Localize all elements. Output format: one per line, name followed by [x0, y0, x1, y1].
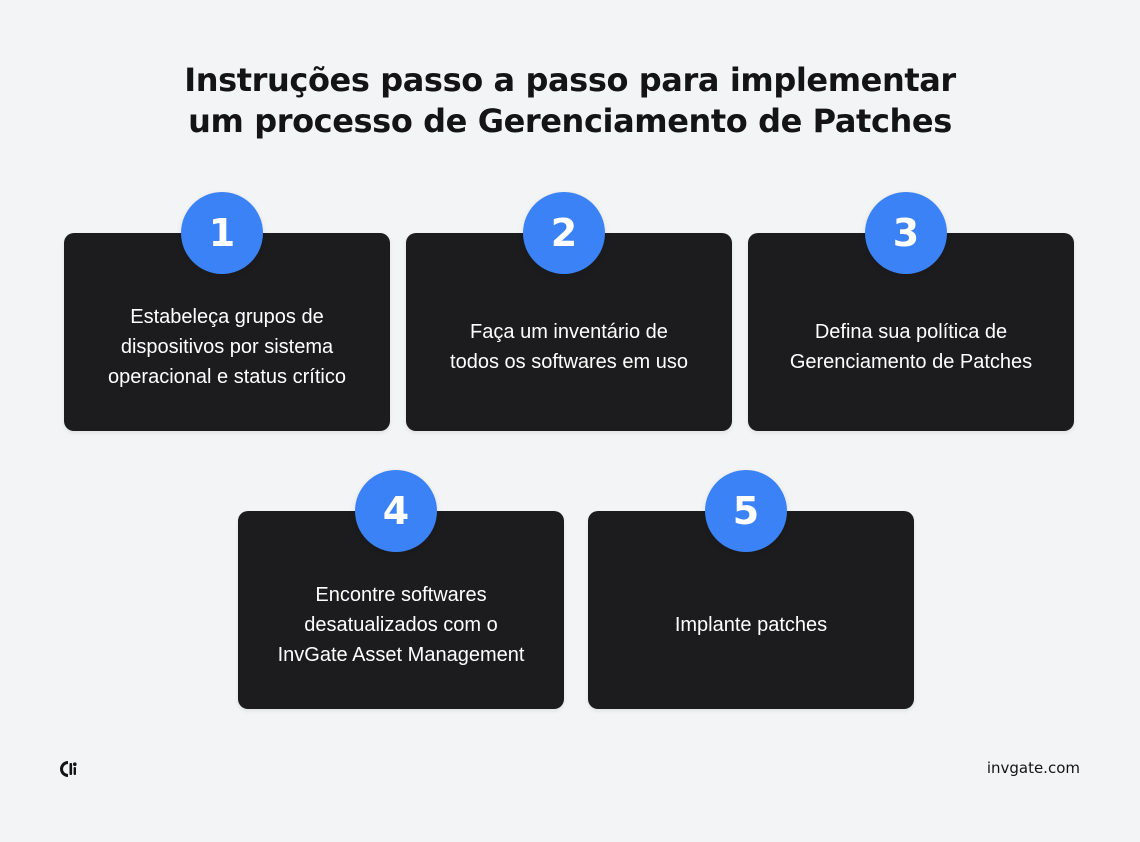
- step-3-text: Defina sua política de Gerenciamento de …: [790, 317, 1032, 377]
- title-line-2: um processo de Gerenciamento de Patches: [188, 102, 952, 140]
- step-5-line-1: Implante patches: [674, 614, 828, 636]
- step-3-line-1: Defina sua política de: [814, 321, 1008, 343]
- step-4-number-badge: 4: [355, 470, 437, 552]
- step-4-line-2: desatualizados com o: [304, 614, 498, 636]
- step-2-text: Faça um inventário de todos os softwares…: [450, 317, 688, 377]
- footer-website-link[interactable]: invgate.com: [986, 759, 1080, 777]
- step-1-line-1: Estabeleça grupos de: [130, 306, 324, 328]
- page-title: Instruções passo a passo para implementa…: [0, 60, 1140, 142]
- invgate-logo-icon: [59, 759, 79, 779]
- step-5-number-badge: 5: [705, 470, 787, 552]
- step-4-line-1: Encontre softwares: [315, 584, 487, 606]
- step-card-2: Faça um inventário de todos os softwares…: [406, 233, 732, 431]
- title-line-1: Instruções passo a passo para implementa…: [184, 61, 956, 99]
- invgate-logo-svg: [60, 761, 77, 777]
- step-1-text: Estabeleça grupos de dispositivos por si…: [108, 302, 346, 392]
- step-1-line-2: dispositivos por sistema: [120, 336, 334, 358]
- step-2-number-badge: 2: [523, 192, 605, 274]
- step-3-line-2: Gerenciamento de Patches: [789, 351, 1033, 373]
- step-4-text: Encontre softwares desatualizados com o …: [278, 580, 525, 670]
- step-1-number-badge: 1: [181, 192, 263, 274]
- step-1-line-3: operacional e status crítico: [108, 366, 346, 388]
- step-4-line-3: InvGate Asset Management: [277, 644, 525, 666]
- step-3-number-badge: 3: [865, 192, 947, 274]
- step-2-line-2: todos os softwares em uso: [450, 351, 688, 373]
- step-2-line-1: Faça um inventário de: [470, 321, 668, 343]
- step-5-text: Implante patches: [675, 610, 827, 640]
